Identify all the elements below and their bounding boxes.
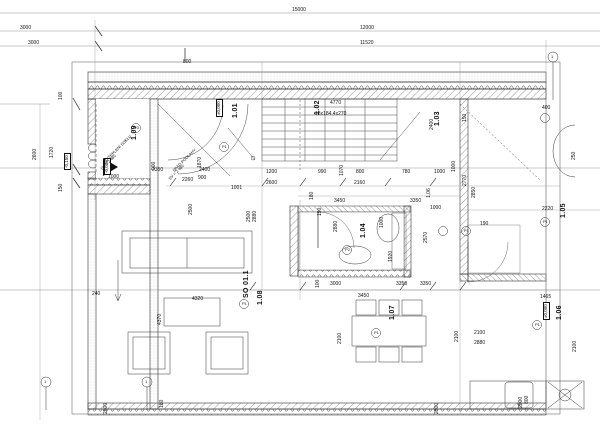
dim-2350: 2350 xyxy=(152,167,164,173)
dim-2100-door: 190 xyxy=(480,221,489,227)
dim-250-b: 3350 xyxy=(420,281,432,287)
dim-800: 800 xyxy=(356,169,365,175)
dim-2570: 3450 xyxy=(358,293,370,299)
dim-1200: 1200 xyxy=(266,169,278,175)
dim-left-segment-b: 3000 xyxy=(28,40,40,46)
room-1-09-finish-marker: P3 xyxy=(134,125,139,130)
dim-2880-right: 2100 xyxy=(572,340,578,352)
section-marker-top: 1 xyxy=(551,54,554,59)
dim-depth-1720: 1720 xyxy=(49,146,55,158)
stair-spec: 18x184,4x270 xyxy=(315,111,347,117)
room-label-1-01: 1.01 xyxy=(232,103,239,118)
dim-250-a: 3350 xyxy=(410,198,422,204)
room-label-1-05: 1.05 xyxy=(560,203,567,218)
dim-1465: 2880 xyxy=(333,220,339,232)
dim-800-door: 2850 xyxy=(471,186,477,198)
dim-left-segment-a: 3000 xyxy=(20,25,32,31)
dim-3450-top: 400 xyxy=(542,105,551,111)
object-label-so-01-1: SO 01.1 xyxy=(243,270,250,298)
dim-4370: 4370 xyxy=(157,313,163,325)
room-label-1-04: 1.04 xyxy=(360,223,367,238)
dim-2220: 3450 xyxy=(334,198,346,204)
room-1-01-finish-marker: P1 xyxy=(222,144,227,149)
dim-2880-c: 2100 xyxy=(474,330,486,336)
dim-990: 990 xyxy=(318,169,327,175)
dim-150-right: 150 xyxy=(462,113,468,122)
dim-1000: 1000 xyxy=(108,174,120,180)
dim-180-b: 180 xyxy=(159,399,165,408)
dim-2550-b: 2880 xyxy=(474,340,486,346)
dim-190: 2500 xyxy=(246,210,252,222)
dim-2260: 2260 xyxy=(182,177,194,183)
room-1-03-finish-marker: P1 xyxy=(464,228,469,233)
dim-900-c: 2400 xyxy=(429,118,435,130)
dim-stair-run: 4770 xyxy=(330,100,342,106)
dim-2100: 190 xyxy=(317,207,323,216)
dim-150: 150 xyxy=(58,183,64,192)
room-label-1-06: 1.06 xyxy=(556,305,563,320)
dim-3450-bottom: 1465 xyxy=(540,294,552,300)
section-marker-bl: 1 xyxy=(44,379,47,384)
dim-2770: 2770 xyxy=(462,174,468,186)
room-1-04-finish-marker: P2 xyxy=(345,247,350,252)
dim-overall-length: 15000 xyxy=(292,7,306,13)
room-1-06-level: ±0,000 xyxy=(543,302,550,320)
dim-wall-100: 100 xyxy=(58,91,64,100)
dim-3350: 2220 xyxy=(542,206,554,212)
room-1-06-finish-marker: P1 xyxy=(535,322,540,327)
room-1-08-finish-marker: P1 xyxy=(242,301,247,306)
dim-1920: 3000 xyxy=(330,281,342,287)
dim-4320: 4320 xyxy=(192,296,204,302)
dim-depth-2600: 2600 xyxy=(32,148,38,160)
dim-400: 3350 xyxy=(396,281,408,287)
dim-2400: 900 xyxy=(198,175,207,181)
dim-2160: 2160 xyxy=(354,180,366,186)
dim-1000-d: 1000 xyxy=(379,216,385,228)
dim-1001: 1001 xyxy=(231,185,243,191)
dim-190-sink: 2500 xyxy=(518,396,524,408)
dim-240: 240 xyxy=(92,291,101,297)
dim-190-b: 2500 xyxy=(188,203,194,215)
dim-2880-b: 2100 xyxy=(454,330,460,342)
dim-building-length: 12000 xyxy=(360,25,374,31)
room-label-1-03: 1.03 xyxy=(434,111,441,126)
dim-900-b: 2400 xyxy=(199,167,211,173)
section-marker-bc: 1 xyxy=(145,379,148,384)
room-label-1-07: 1.07 xyxy=(389,305,396,320)
dim-3000-right: 250 xyxy=(571,151,577,160)
dim-2600-b: 2600 xyxy=(266,180,278,186)
room-1-01-level: ±0,000 xyxy=(216,99,223,117)
dim-2880: 2100 xyxy=(337,332,343,344)
dim-175: 100 xyxy=(315,279,321,288)
dim-190-bl: 2500 xyxy=(103,402,109,414)
dim-1000-c: 1000 xyxy=(434,169,446,175)
room-1-05-finish-marker: P1 xyxy=(543,219,548,224)
dim-600-top: 800 xyxy=(183,59,192,65)
dim-inner-length: 11520 xyxy=(360,40,374,46)
dim-190-bc: 2500 xyxy=(434,402,440,414)
dim-780: 780 xyxy=(402,169,411,175)
level-entry-marker: -0,150 xyxy=(64,153,71,170)
dim-180: 180 xyxy=(309,191,315,200)
dim-2550: 2880 xyxy=(252,210,258,222)
dim-1000-b: 1000 xyxy=(451,160,457,172)
dim-450: 1920 xyxy=(388,250,394,262)
room-1-07-finish-marker: P1 xyxy=(374,330,379,335)
dim-1810: 2570 xyxy=(423,231,429,243)
dim-100-b: 1,06 xyxy=(426,188,432,198)
dim-1070: 1070 xyxy=(339,164,345,176)
room-label-1-08: 1.08 xyxy=(257,290,264,305)
dim-600-hob: 800 xyxy=(524,395,530,404)
dim-1000-e: 1000 xyxy=(430,205,442,211)
